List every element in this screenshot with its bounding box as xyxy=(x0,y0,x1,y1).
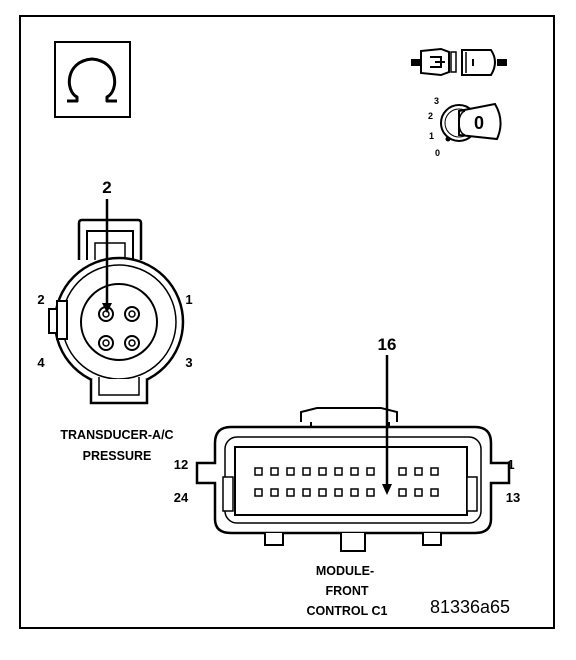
terminal-cavity xyxy=(124,335,140,351)
pin-cavity xyxy=(398,467,407,476)
module-label-line2: FRONT xyxy=(325,584,368,598)
module-label-line1: MODULE- xyxy=(316,564,374,578)
pin-cavity xyxy=(334,488,343,497)
pin-cavity xyxy=(350,467,359,476)
pin-cavity xyxy=(350,488,359,497)
pin-cavity xyxy=(254,467,263,476)
module-pin-label-24: 24 xyxy=(174,490,189,505)
transducer-label-line1: TRANSDUCER-A/C xyxy=(60,428,173,442)
ignition-position-3: 3 xyxy=(434,96,439,106)
terminal-cavity xyxy=(124,306,140,322)
pin-cavity xyxy=(318,488,327,497)
pin-row-upper xyxy=(254,467,439,476)
ignition-position-2: 2 xyxy=(428,111,433,121)
ohmmeter-icon xyxy=(54,41,131,118)
module-pin-label-13: 13 xyxy=(506,490,520,505)
transducer-pin-label-3: 3 xyxy=(185,355,192,370)
module-pin-label-12: 12 xyxy=(174,457,188,472)
figure-frame: 0 3 2 1 0 2 xyxy=(19,15,555,629)
pin-cavity xyxy=(414,467,423,476)
transducer-connector: 2 xyxy=(37,178,192,463)
wiring-diagram: 0 3 2 1 0 2 xyxy=(37,41,520,618)
pin-row-lower xyxy=(254,488,439,497)
terminal-cavity xyxy=(98,306,114,322)
transducer-pin-label-4: 4 xyxy=(37,355,45,370)
module-pin-label-1: 1 xyxy=(507,457,514,472)
transducer-callout-pin: 2 xyxy=(102,178,111,197)
pin-cavity xyxy=(366,488,375,497)
figure-id: 81336a65 xyxy=(430,597,510,617)
transducer-pin-label-2: 2 xyxy=(37,292,44,307)
pin-cavity xyxy=(366,467,375,476)
pin-cavity xyxy=(318,467,327,476)
module-callout-pin: 16 xyxy=(378,335,397,354)
disconnected-connector-icon xyxy=(411,47,507,77)
pin-cavity xyxy=(270,467,279,476)
transducer-label-line2: PRESSURE xyxy=(83,449,152,463)
module-label-line3: CONTROL C1 xyxy=(306,604,387,618)
pin-cavity xyxy=(286,467,295,476)
transducer-pin-label-1: 1 xyxy=(185,292,192,307)
pin-cavity xyxy=(430,488,439,497)
pin-cavity xyxy=(430,467,439,476)
ignition-position-1: 1 xyxy=(429,131,434,141)
pin-cavity xyxy=(334,467,343,476)
pin-cavity xyxy=(414,488,423,497)
pin-cavity xyxy=(302,467,311,476)
module-connector: 16 xyxy=(174,335,520,618)
pin-cavity xyxy=(398,488,407,497)
pin-cavity xyxy=(254,488,263,497)
pin-cavity xyxy=(286,488,295,497)
ignition-switch-icon: 0 3 2 1 0 xyxy=(428,96,502,158)
ignition-key-text: 0 xyxy=(474,113,484,133)
ignition-position-0: 0 xyxy=(435,148,440,158)
terminal-cavity xyxy=(98,335,114,351)
pin-cavity xyxy=(270,488,279,497)
pin-cavity xyxy=(302,488,311,497)
